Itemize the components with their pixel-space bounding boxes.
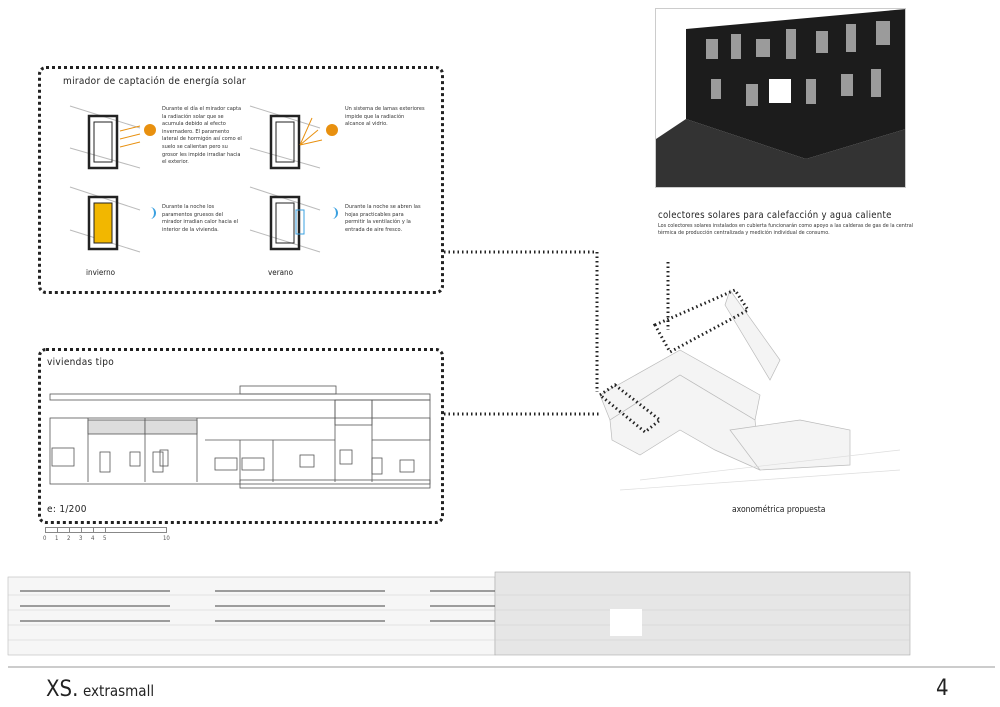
scale-label: 4 xyxy=(91,535,95,542)
solar-rays-icon xyxy=(119,125,141,148)
scale-label: 0 xyxy=(43,535,47,542)
moon-icon xyxy=(150,207,156,219)
sun-icon xyxy=(326,124,338,136)
solar-panel-title: mirador de captación de energía solar xyxy=(63,76,247,87)
summer-night-window-icon xyxy=(249,186,321,253)
scale-label: 3 xyxy=(79,535,83,542)
moon-icon xyxy=(332,207,338,219)
scale-label: 10 xyxy=(163,535,170,542)
brand-name: extrasmall xyxy=(83,682,155,700)
summer-day-window-icon xyxy=(249,105,321,170)
floor-plan-drawing xyxy=(49,385,431,489)
plans-panel xyxy=(38,348,444,524)
scale-bar xyxy=(45,527,167,533)
scale-label: 2 xyxy=(67,535,71,542)
sun-icon xyxy=(144,124,156,136)
winter-day-text: Durante el día el mirador capta la radia… xyxy=(162,106,242,166)
viewpoint-highlight xyxy=(597,383,663,434)
facade-photo xyxy=(655,8,906,188)
collectors-text: Los colectores solares instalados en cub… xyxy=(658,223,914,236)
summer-night-text: Durante la noche se abren las hojas prac… xyxy=(345,204,421,233)
winter-label: invierno xyxy=(86,268,116,277)
brand-initials: XS. xyxy=(46,677,79,702)
solar-capture-panel xyxy=(38,66,444,294)
footer-brand: XS. extrasmall xyxy=(46,677,154,702)
summer-label: verano xyxy=(268,268,294,277)
winter-night-text: Durante la noche los paramentos gruesos … xyxy=(162,204,238,233)
axonometric-label: axonométrica propuesta xyxy=(732,505,826,515)
collectors-title: colectores solares para calefacción y ag… xyxy=(658,210,892,221)
scale-label: 1 xyxy=(55,535,59,542)
page-number: 4 xyxy=(936,676,949,701)
solar-diagrams xyxy=(69,105,338,253)
summer-day-text: Un sistema de lamas exteriores impide qu… xyxy=(345,106,425,128)
plan-scale: e: 1/200 xyxy=(47,504,87,515)
winter-day-window-icon xyxy=(69,105,141,170)
plans-title: viviendas tipo xyxy=(47,357,115,368)
reflected-rays-icon xyxy=(299,117,323,146)
dotted-connectors xyxy=(444,250,670,416)
winter-night-window-icon xyxy=(69,186,141,253)
scale-label: 5 xyxy=(103,535,107,542)
